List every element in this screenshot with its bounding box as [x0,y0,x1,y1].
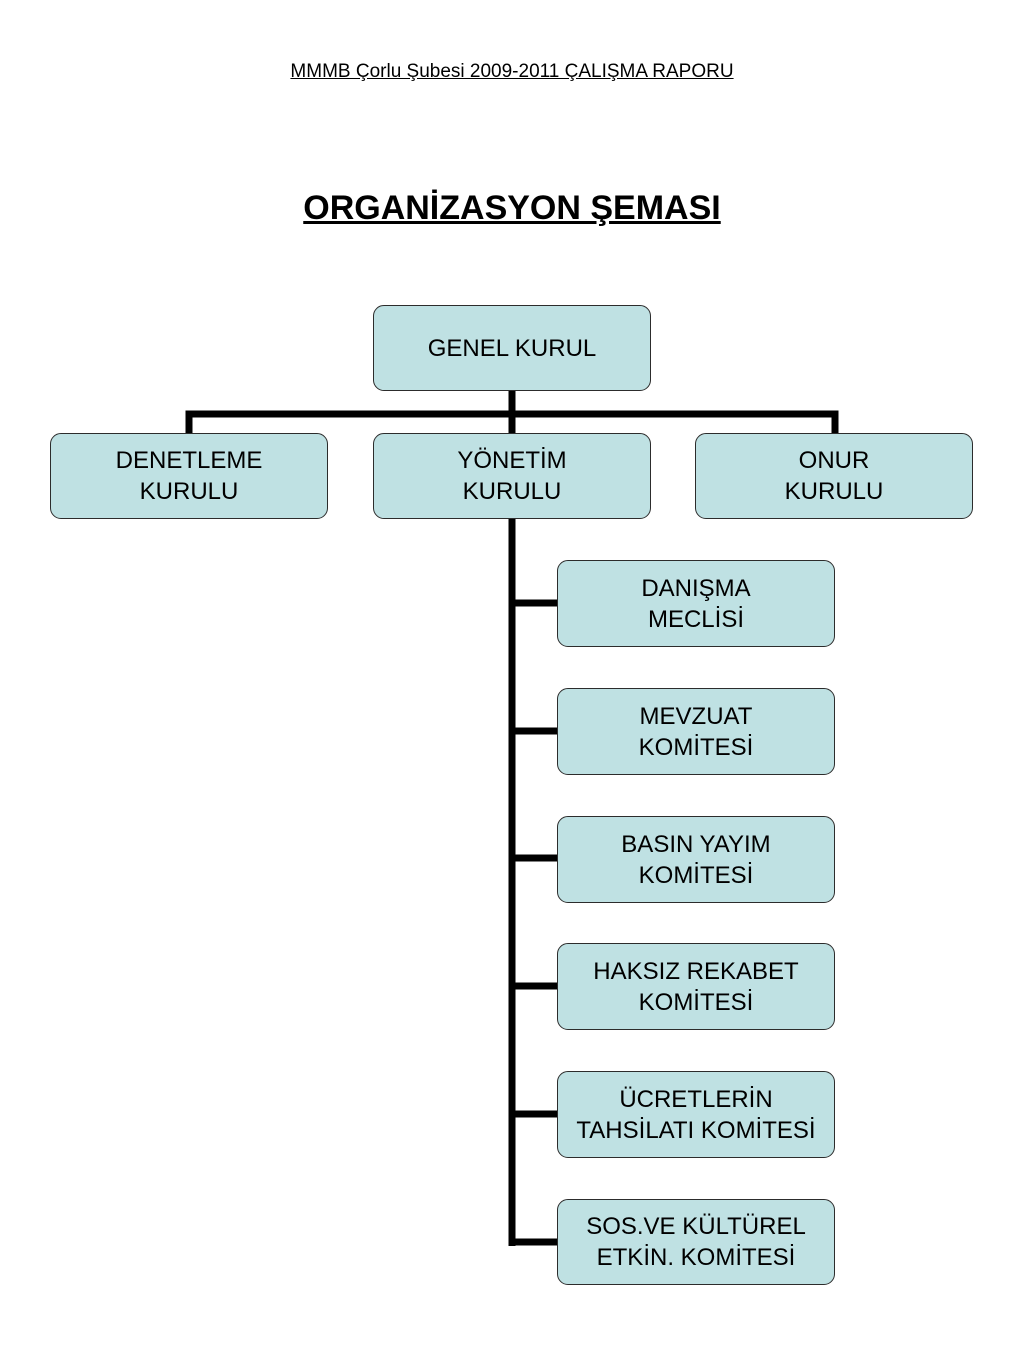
report-header: MMMB Çorlu Şubesi 2009-2011 ÇALIŞMA RAPO… [290,61,734,82]
box-genel-kurul: GENEL KURUL [373,305,651,391]
box-haksiz-rekabet-komitesi: HAKSIZ REKABET KOMİTESİ [557,943,835,1030]
box-danisma-meclisi: DANIŞMA MECLİSİ [557,560,835,647]
box-mevzuat-komitesi: MEVZUAT KOMİTESİ [557,688,835,775]
box-sosyal-kulturel-komitesi: SOS.VE KÜLTÜREL ETKİN. KOMİTESİ [557,1199,835,1285]
box-basin-yayim-komitesi: BASIN YAYIM KOMİTESİ [557,816,835,903]
box-denetleme-kurulu: DENETLEME KURULU [50,433,328,519]
box-onur-kurulu: ONUR KURULU [695,433,973,519]
page-title: ORGANİZASYON ŞEMASI [303,189,721,227]
box-yonetim-kurulu: YÖNETİM KURULU [373,433,651,519]
box-ucretlerin-tahsilati-komitesi: ÜCRETLERİN TAHSİLATI KOMİTESİ [557,1071,835,1158]
